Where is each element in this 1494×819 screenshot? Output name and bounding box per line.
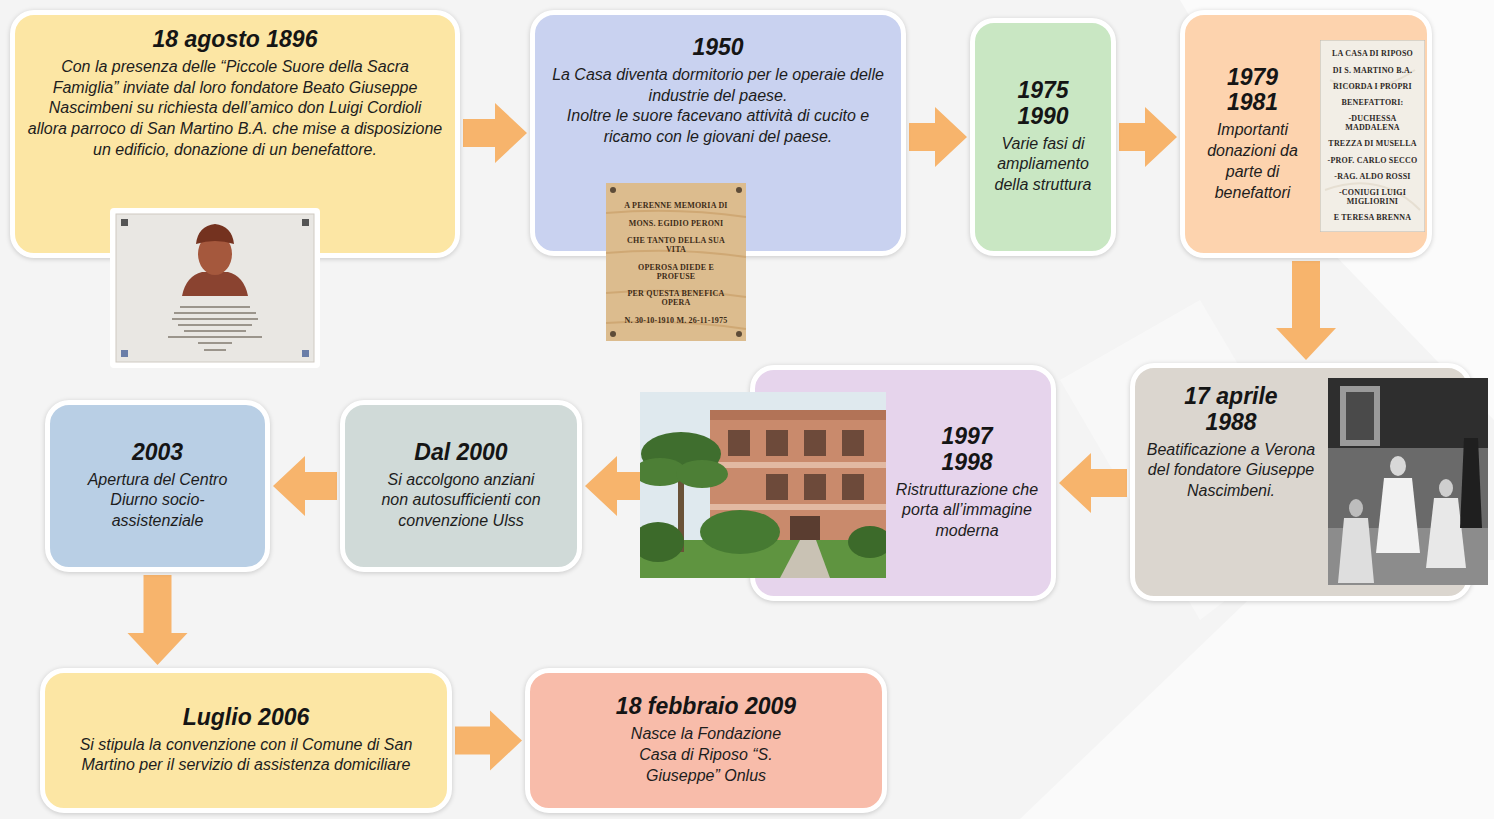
text-area: 1979 1981Importanti donazioni da parte d… xyxy=(1193,65,1312,204)
wooden-plaque-photo: A PERENNE MEMORIA DI MONS. EGIDIO PERONI C… xyxy=(606,183,746,341)
event-description: Apertura del Centro Diurno socio-assiste… xyxy=(85,470,230,532)
year-heading: 1997 1998 xyxy=(927,424,1007,476)
timeline-arrow xyxy=(455,711,522,771)
plaque-inscription: -PROF. CARLO SECCO xyxy=(1328,156,1418,165)
plaque-inscription-area: A PERENNE MEMORIA DI MONS. EGIDIO PERONI C… xyxy=(618,197,734,329)
timeline-box: 17 aprile 1988Beatificazione a Verona de… xyxy=(1130,363,1472,601)
text-area: 18 agosto 1896Con la presenza delle “Pic… xyxy=(27,27,443,161)
plaque-inscription: -RAG. ALDO ROSSI xyxy=(1334,172,1410,181)
timeline-box: 1997 1998Ristrutturazione che porta all’… xyxy=(750,365,1056,601)
event-description: Varie fasi di ampliamento della struttur… xyxy=(985,134,1101,196)
plaque-inscription: -CONIUGI LUIGI MIGLIORINI xyxy=(1325,188,1420,206)
marble-plaque-photo: LA CASA DI RIPOSO DI S. MARTINO B.A. RICOR… xyxy=(1320,40,1425,232)
year-heading: 18 febbraio 2009 xyxy=(542,694,870,720)
year-heading: 1979 1981 xyxy=(1213,65,1293,117)
plaque-inscription: LA CASA DI RIPOSO xyxy=(1332,49,1413,58)
plaque-illustration xyxy=(110,208,320,368)
event-description: Si accolgono anziani non autosufficienti… xyxy=(379,470,544,532)
plaque-inscription: MONS. EGIDIO PERONI xyxy=(629,219,724,228)
text-area: 18 febbraio 2009Nasce la Fondazione Casa… xyxy=(542,694,870,786)
event-description: Con la presenza delle “Piccole Suore del… xyxy=(27,57,443,161)
text-area: Luglio 2006 Si stipula la convenzione con… xyxy=(57,705,435,776)
timeline-box: Luglio 2006 Si stipula la convenzione con… xyxy=(40,668,452,813)
beatification-photo xyxy=(1328,378,1488,585)
plaque-inscription: E TERESA BRENNA xyxy=(1334,213,1412,222)
building-photo xyxy=(640,392,886,578)
year-heading: Luglio 2006 xyxy=(57,705,435,731)
text-area: 2003Apertura del Centro Diurno socio-ass… xyxy=(60,440,255,532)
plaque-inscription: N. 30-10-1910 M. 26-11-1975 xyxy=(625,316,728,325)
text-area: 1950 La Casa diventa dormitorio per le op… xyxy=(547,35,889,148)
event-description: Si stipula la convenzione con il Comune … xyxy=(76,735,416,777)
memorial-plaque-photo xyxy=(110,208,320,368)
timeline-arrow xyxy=(128,575,188,665)
timeline-arrow xyxy=(1059,453,1127,513)
timeline-box: LA CASA DI RIPOSO DI S. MARTINO B.A. RICOR… xyxy=(1180,10,1432,258)
year-heading: 1950 xyxy=(547,35,889,61)
black-white-photo xyxy=(1328,378,1488,585)
timeline-box: A PERENNE MEMORIA DI MONS. EGIDIO PERONI C… xyxy=(530,10,906,256)
plaque-inscription: RICORDA I PROPRI xyxy=(1333,82,1412,91)
building-illustration xyxy=(640,392,886,578)
timeline-arrow xyxy=(909,107,967,167)
text-area: Dal 2000 Si accolgono anziani non autosuf… xyxy=(355,440,567,532)
timeline-arrow xyxy=(463,103,527,163)
plaque-inscription: DI S. MARTINO B.A. xyxy=(1333,66,1412,75)
timeline-arrow xyxy=(1276,261,1336,360)
timeline-box: Dal 2000 Si accolgono anziani non autosuf… xyxy=(340,400,582,572)
event-description: Importanti donazioni da parte di benefat… xyxy=(1203,120,1303,203)
year-heading: 2003 xyxy=(60,440,255,466)
event-description: Ristrutturazione che porta all’immagine … xyxy=(893,480,1041,542)
timeline-arrow xyxy=(1119,107,1177,167)
plaque-inscription: CHE TANTO DELLA SUA VITA xyxy=(618,236,734,254)
plaque-inscription: A PERENNE MEMORIA DI xyxy=(624,201,727,210)
event-description: Beatificazione a Verona del fondatore Gi… xyxy=(1145,440,1317,502)
timeline-arrow xyxy=(273,456,337,516)
timeline-box: 1975 1990Varie fasi di ampliamento della… xyxy=(970,18,1116,256)
plaque-inscription-area: LA CASA DI RIPOSO DI S. MARTINO B.A. RICOR… xyxy=(1325,46,1420,226)
year-heading: 18 agosto 1896 xyxy=(27,27,443,53)
year-heading: 17 aprile 1988 xyxy=(1166,384,1296,436)
text-area: 1997 1998Ristrutturazione che porta all’… xyxy=(893,424,1041,542)
plaque-inscription: OPEROSA DIEDE E PROFUSE xyxy=(618,263,734,281)
plaque-inscription: -DUCHESSA MADDALENA xyxy=(1325,114,1420,132)
event-description: Nasce la Fondazione Casa di Riposo “S. G… xyxy=(616,724,796,786)
year-heading: Dal 2000 xyxy=(355,440,567,466)
year-heading: 1975 1990 xyxy=(1003,78,1083,130)
text-area: 1975 1990Varie fasi di ampliamento della… xyxy=(985,78,1101,196)
timeline-box: 2003Apertura del Centro Diurno socio-ass… xyxy=(45,400,270,572)
plaque-inscription: PER QUESTA BENEFICA OPERA xyxy=(618,289,734,307)
timeline-box: 18 agosto 1896Con la presenza delle “Pic… xyxy=(10,10,460,258)
plaque-inscription: TREZZA DI MUSELLA xyxy=(1328,139,1416,148)
timeline-box: 18 febbraio 2009Nasce la Fondazione Casa… xyxy=(525,668,887,813)
plaque-inscription: BENEFATTORI: xyxy=(1342,98,1404,107)
event-description: La Casa diventa dormitorio per le operai… xyxy=(547,65,889,107)
text-area: 17 aprile 1988Beatificazione a Verona de… xyxy=(1145,384,1317,502)
event-description: Inoltre le suore facevano attività di cu… xyxy=(547,106,889,148)
